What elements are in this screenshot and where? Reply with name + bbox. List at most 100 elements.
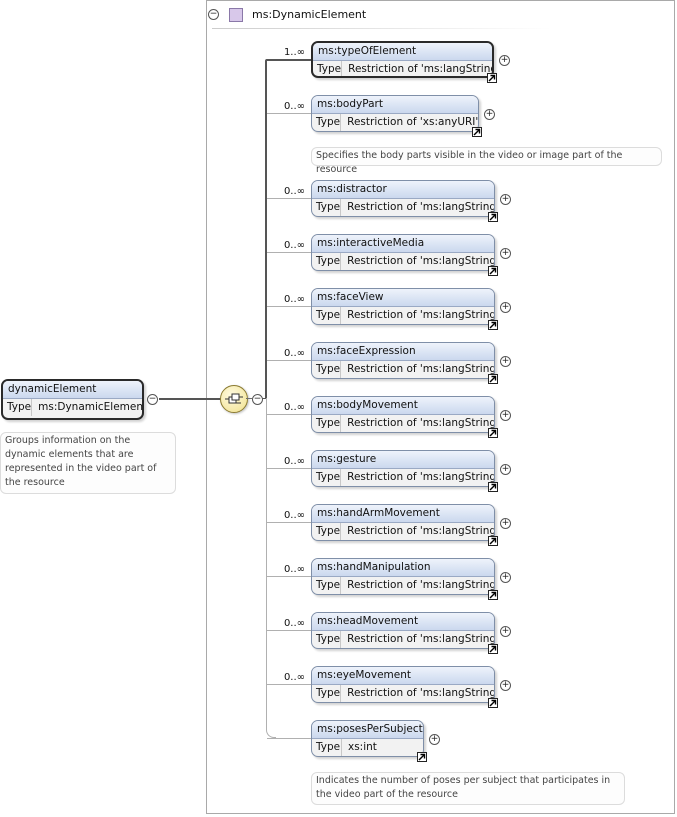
child-type-label: Type	[312, 253, 342, 270]
child-multiplicity: 0..∞	[283, 186, 305, 197]
root-element-type-value: ms:DynamicElement	[38, 401, 144, 413]
link-arrow-icon[interactable]	[472, 127, 482, 137]
child-connector-line	[267, 306, 311, 307]
child-type-label: Type	[312, 685, 342, 702]
child-type-value: Restriction of 'ms:langString'	[347, 579, 495, 591]
child-expand-icon[interactable]: +	[500, 410, 511, 421]
child-connector-line	[267, 59, 311, 61]
root-element-documentation: Groups information on the dynamic elemen…	[0, 432, 176, 494]
child-multiplicity: 0..∞	[283, 101, 305, 112]
link-arrow-icon[interactable]	[488, 320, 498, 330]
child-expand-icon[interactable]: +	[500, 518, 511, 529]
child-multiplicity: 0..∞	[283, 510, 305, 521]
child-element-name: ms:faceView	[312, 289, 494, 307]
child-type-label: Type	[312, 523, 342, 540]
child-element-name: ms:handArmMovement	[312, 505, 494, 523]
compositor-connector-line	[246, 398, 252, 399]
compositor-to-spine-line	[262, 398, 266, 399]
child-multiplicity: 0..∞	[283, 672, 305, 683]
child-connector-line	[267, 684, 311, 685]
child-multiplicity: 0..∞	[283, 240, 305, 251]
link-arrow-icon[interactable]	[488, 590, 498, 600]
child-expand-icon[interactable]: +	[500, 194, 511, 205]
child-expand-icon[interactable]: +	[500, 626, 511, 637]
link-arrow-icon[interactable]	[488, 644, 498, 654]
child-type-value: Restriction of 'xs:anyURI'	[347, 116, 479, 128]
child-expand-icon[interactable]: +	[500, 248, 511, 259]
child-type-value: Restriction of 'ms:langString'	[347, 471, 495, 483]
sequence-compositor-icon[interactable]	[220, 385, 248, 413]
child-type-label: Type	[312, 199, 342, 216]
child-multiplicity: 0..∞	[283, 564, 305, 575]
root-element-name: dynamicElement	[3, 381, 142, 399]
complex-type-collapse-icon[interactable]: −	[208, 9, 219, 20]
child-connector-line	[267, 468, 311, 469]
child-expand-icon[interactable]: +	[500, 464, 511, 475]
complex-type-divider	[212, 28, 552, 29]
child-expand-icon[interactable]: +	[499, 55, 510, 66]
child-multiplicity: 1..∞	[283, 47, 305, 58]
link-arrow-icon[interactable]	[488, 212, 498, 222]
child-connector-line	[267, 113, 311, 114]
link-arrow-icon[interactable]	[488, 482, 498, 492]
link-arrow-icon[interactable]	[488, 374, 498, 384]
child-connector-line	[267, 630, 311, 631]
child-element-name: ms:handManipulation	[312, 559, 494, 577]
child-multiplicity: 0..∞	[283, 348, 305, 359]
link-arrow-icon[interactable]	[488, 428, 498, 438]
root-element-collapse-icon[interactable]: −	[147, 394, 158, 405]
link-arrow-icon[interactable]	[488, 266, 498, 276]
child-element-name: ms:faceExpression	[312, 343, 494, 361]
child-type-value: Restriction of 'ms:langString'	[347, 363, 495, 375]
child-element-name: ms:interactiveMedia	[312, 235, 494, 253]
child-element-name: ms:bodyMovement	[312, 397, 494, 415]
compositor-collapse-icon[interactable]: −	[252, 394, 263, 405]
child-element-name: ms:posesPerSubject	[312, 721, 423, 739]
child-type-row: Type Restriction of 'xs:anyURI'	[312, 114, 478, 131]
child-expand-icon[interactable]: +	[500, 572, 511, 583]
child-type-label: Type	[313, 61, 343, 76]
child-expand-icon[interactable]: +	[500, 356, 511, 367]
required-path-line	[265, 59, 267, 398]
child-expand-icon[interactable]: +	[500, 680, 511, 691]
child-element-name: ms:headMovement	[312, 613, 494, 631]
link-arrow-icon[interactable]	[417, 752, 427, 762]
link-arrow-icon[interactable]	[488, 536, 498, 546]
child-expand-icon[interactable]: +	[429, 734, 440, 745]
link-arrow-icon[interactable]	[488, 698, 498, 708]
child-connector-line	[267, 414, 311, 415]
complex-type-title: ms:DynamicElement	[252, 8, 367, 21]
child-expand-icon[interactable]: +	[484, 109, 495, 120]
child-type-value: Restriction of 'ms:langString'	[348, 63, 494, 75]
sequence-spine-corner	[266, 729, 276, 738]
child-expand-icon[interactable]: +	[500, 302, 511, 313]
child-connector-line	[267, 738, 311, 739]
child-type-label: Type	[312, 631, 342, 648]
child-type-label: Type	[312, 114, 342, 131]
root-element-box[interactable]: dynamicElement Type ms:DynamicElement	[1, 379, 144, 420]
child-documentation: Specifies the body parts visible in the …	[311, 147, 662, 175]
link-arrow-icon[interactable]	[487, 73, 497, 83]
child-type-label: Type	[312, 739, 342, 756]
